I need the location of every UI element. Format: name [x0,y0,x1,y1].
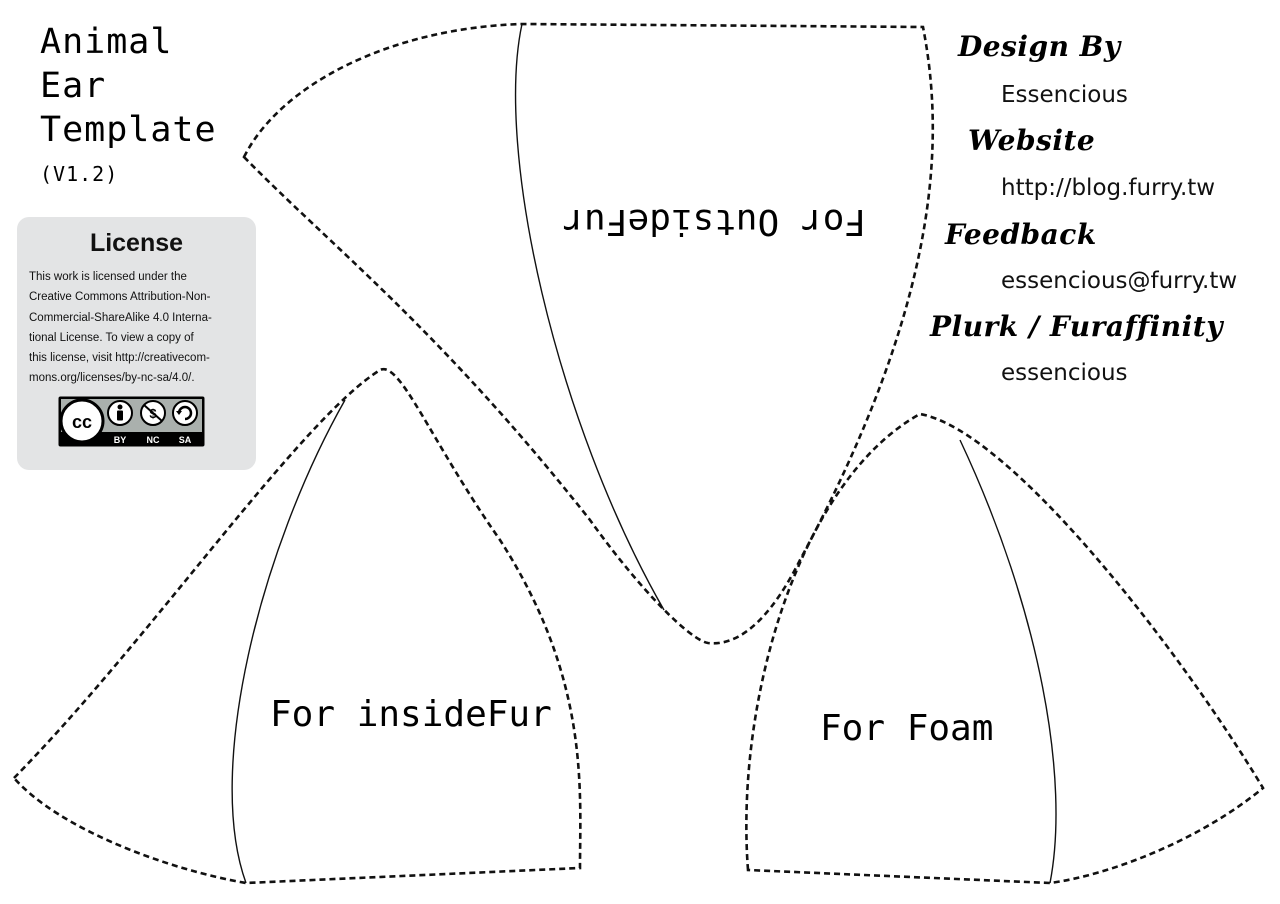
cc-icon: cc [59,398,105,444]
cc-by-nc-sa-badge: cc $ BY NC SA [58,396,205,447]
website-url: http://blog.furry.tw [1001,175,1216,201]
design-heading: Design By [958,30,1121,63]
inside-fur-label: For insideFur [270,694,552,735]
feedback-email: essencious@furry.tw [1001,268,1238,294]
license-text: This work is licensed under the Creative… [29,271,212,385]
social-heading: Plurk / Furaffinity [930,310,1223,343]
license-heading: License [89,229,184,257]
svg-text:cc: cc [72,412,92,432]
title-line: Template [40,110,217,150]
outside-fur-label: For OutsideFur [563,201,866,242]
foam-piece: For Foam [745,412,1265,885]
version-label: (V1.2) [40,162,119,186]
feedback-heading: Feedback [945,218,1097,251]
inside-fur-fold-line [231,399,346,884]
inside-fur-cut-line [12,367,582,885]
designer-name: Essencious [1001,82,1128,108]
outside-fur-cut-line [242,22,935,645]
title-line: Animal [40,22,173,62]
outside-fur-fold-line [514,23,665,611]
foam-cut-line [745,412,1265,885]
badge-label-nc: NC [147,435,160,445]
badge-label-by: BY [114,435,127,445]
outside-fur-piece: For OutsideFur [242,22,935,645]
social-handle: essencious [1001,360,1128,386]
inside-fur-piece: For insideFur [12,367,582,885]
nc-icon: $ [140,400,166,426]
foam-label: For Foam [820,708,993,749]
sa-icon [172,400,198,426]
title-line: Ear [40,66,107,106]
foam-fold-line [959,439,1057,884]
website-heading: Website [968,124,1096,157]
by-icon [107,400,133,426]
template-title: Animal Ear Template (V1.2) [40,20,217,186]
badge-label-sa: SA [179,435,192,445]
